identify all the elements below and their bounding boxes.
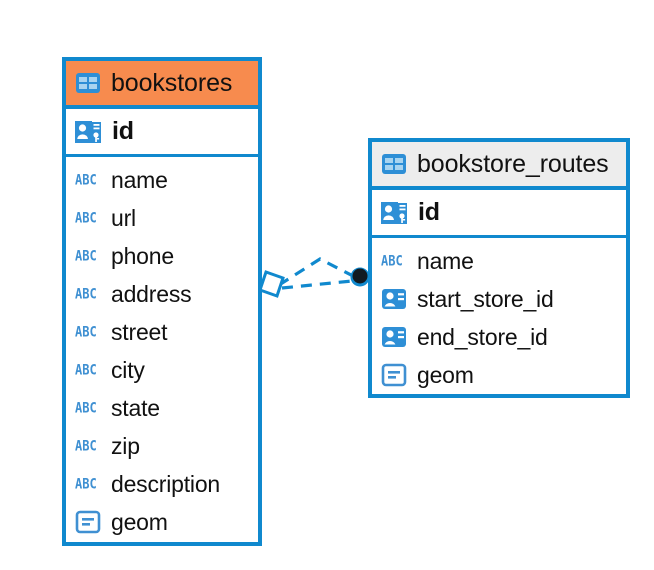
text-field-icon: ABC [381, 252, 403, 270]
text-field-icon: ABC [75, 247, 97, 265]
geometry-field-icon [381, 363, 407, 387]
open-diamond-marker [258, 270, 285, 298]
field-label: zip [111, 432, 140, 459]
table-icon [381, 153, 407, 175]
field-label: address [111, 280, 192, 307]
text-field-icon: ABC [75, 361, 97, 379]
filled-circle-marker [350, 267, 370, 287]
foreign-key-icon [381, 325, 407, 349]
field-row[interactable]: ABC city [66, 351, 258, 389]
field-row[interactable]: ABC state [66, 389, 258, 427]
field-row[interactable]: ABC address [66, 275, 258, 313]
field-row[interactable]: ABC url [66, 199, 258, 237]
field-label: geom [417, 361, 474, 388]
text-field-icon: ABC [75, 209, 97, 227]
field-label: start_store_id [417, 285, 554, 312]
primary-key-label: id [112, 117, 134, 145]
field-row[interactable]: ABC zip [66, 427, 258, 465]
field-row[interactable]: geom [66, 503, 258, 541]
field-label: name [417, 247, 474, 274]
text-field-icon: ABC [75, 399, 97, 417]
entity-title: bookstore_routes [417, 149, 609, 178]
foreign-key-icon [381, 287, 407, 311]
text-field-icon: ABC [75, 285, 97, 303]
geometry-field-icon [75, 510, 101, 534]
primary-key-row[interactable]: id [372, 190, 626, 238]
field-label: end_store_id [417, 323, 548, 350]
field-label: name [111, 166, 168, 193]
field-row[interactable]: ABC street [66, 313, 258, 351]
entity-header-bookstore-routes[interactable]: bookstore_routes [372, 142, 626, 190]
field-row[interactable]: ABC phone [66, 237, 258, 275]
primary-key-label: id [418, 198, 440, 226]
field-label: city [111, 356, 145, 383]
primary-key-icon [74, 119, 102, 145]
relationship-line-lower [281, 279, 353, 290]
field-label: phone [111, 242, 174, 269]
text-field-icon: ABC [75, 171, 97, 189]
field-row[interactable]: geom [372, 356, 626, 394]
field-row[interactable]: ABC description [66, 465, 258, 503]
entity-header-bookstores[interactable]: bookstores [66, 61, 258, 109]
field-list-bookstore-routes: ABC name start_store_id [372, 238, 626, 398]
text-field-icon: ABC [75, 323, 97, 341]
field-label: description [111, 470, 221, 497]
primary-key-row[interactable]: id [66, 109, 258, 157]
relationship-line-upper [278, 257, 356, 287]
field-label: geom [111, 508, 168, 535]
primary-key-icon [380, 200, 408, 226]
field-row[interactable]: ABC name [66, 161, 258, 199]
text-field-icon: ABC [75, 475, 97, 493]
field-row[interactable]: ABC name [372, 242, 626, 280]
entity-title: bookstores [111, 68, 233, 97]
text-field-icon: ABC [75, 437, 97, 455]
field-list-bookstores: ABC name ABC url ABC phone ABC address A… [66, 157, 258, 545]
entity-table-bookstores[interactable]: bookstores id [62, 57, 262, 546]
field-label: street [111, 318, 168, 345]
field-label: url [111, 204, 136, 231]
field-row[interactable]: start_store_id [372, 280, 626, 318]
entity-table-bookstore-routes[interactable]: bookstore_routes id [368, 138, 630, 398]
field-label: state [111, 394, 160, 421]
table-icon [75, 72, 101, 94]
field-row[interactable]: end_store_id [372, 318, 626, 356]
